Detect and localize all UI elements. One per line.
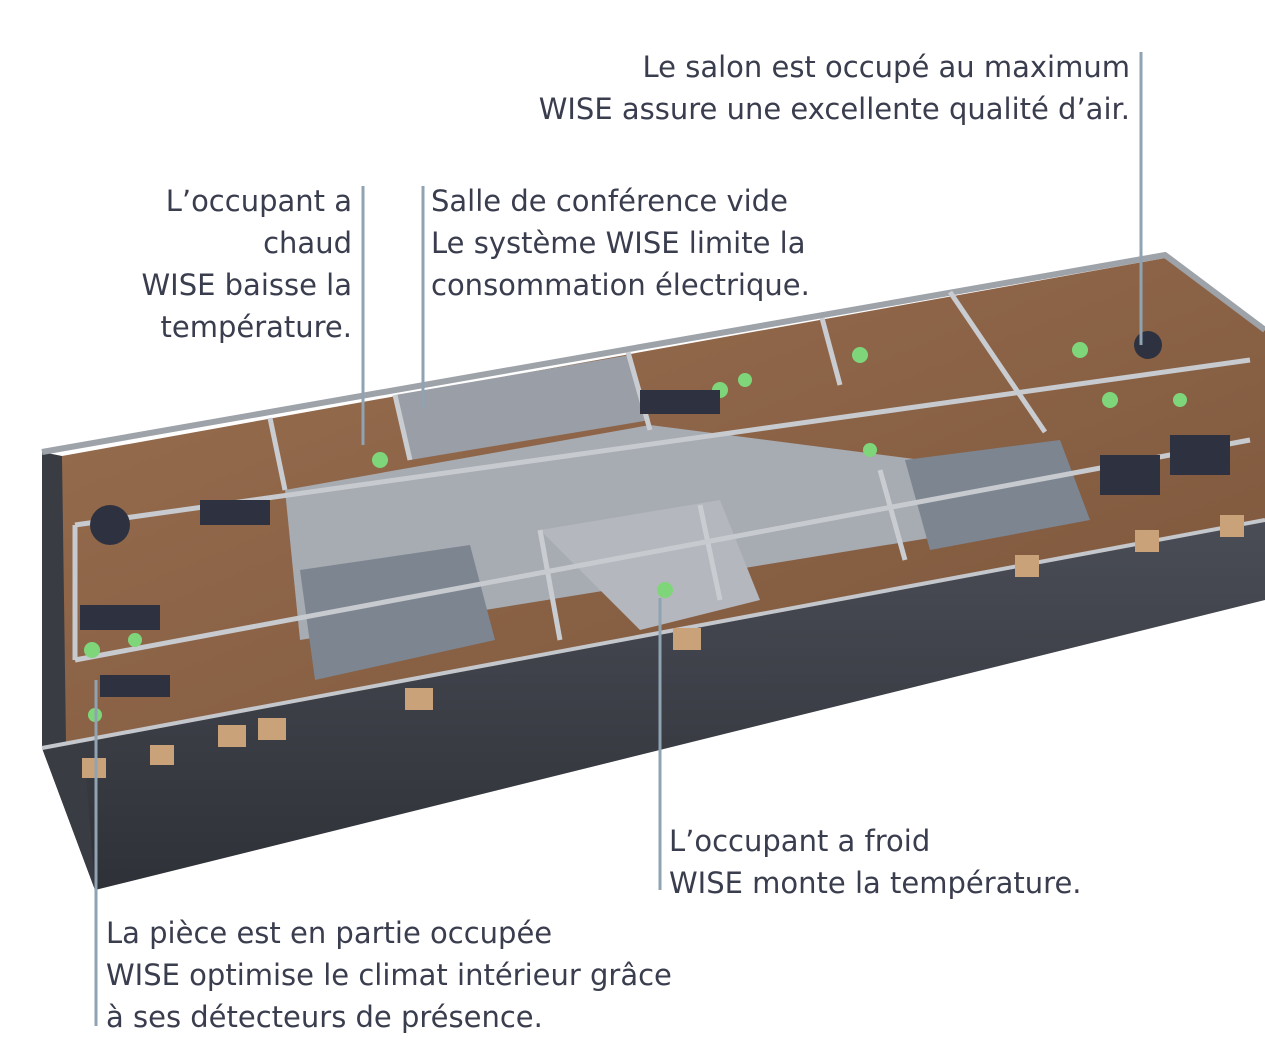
- callout-occupant-froid: L’occupant a froid WISE monte la tempéra…: [669, 820, 1082, 904]
- glass-room-right: [905, 440, 1090, 550]
- building-facade: [42, 520, 1265, 890]
- callout-partie-line-1: La pièce est en partie occupée: [106, 916, 553, 950]
- callout-partie-line-2: WISE optimise le climat intérieur grâce: [106, 958, 672, 992]
- furniture: [80, 331, 1230, 697]
- interior-walls: [267, 290, 1048, 641]
- callout-salon-line-2: WISE assure une excellente qualité d’air…: [538, 92, 1130, 126]
- conference-room-zone: [395, 355, 650, 460]
- callout-chaud-line-4: température.: [160, 310, 352, 344]
- callout-chaud-line-3: WISE baisse la: [141, 268, 352, 302]
- air-ducts: [72, 357, 1251, 663]
- callout-partie-occupee: La pièce est en partie occupée WISE opti…: [106, 912, 672, 1038]
- callout-froid-line-1: L’occupant a froid: [669, 824, 931, 858]
- building-outer-wall: [41, 251, 1265, 455]
- callout-conference-line-3: consommation électrique.: [431, 268, 810, 302]
- facade-windows: [82, 515, 1244, 778]
- building-front-edge: [41, 518, 1265, 750]
- callout-conference-line-2: Le système WISE limite la: [431, 226, 806, 260]
- callout-conference-line-1: Salle de conférence vide: [431, 184, 788, 218]
- callout-froid-line-2: WISE monte la température.: [669, 866, 1082, 900]
- callout-chaud-line-1: L’occupant a: [165, 184, 352, 218]
- callout-occupant-chaud: L’occupant a chaud WISE baisse la tempér…: [60, 180, 352, 348]
- callout-chaud-line-2: chaud: [263, 226, 352, 260]
- callout-salon-line-1: Le salon est occupé au maximum: [642, 50, 1131, 84]
- callout-salon: Le salon est occupé au maximum WISE assu…: [480, 46, 1130, 130]
- leader-lines: [94, 52, 1143, 1026]
- callout-conference: Salle de conférence vide Le système WISE…: [431, 180, 810, 306]
- glass-room-left: [300, 545, 495, 680]
- callout-partie-line-3: à ses détecteurs de présence.: [106, 1000, 543, 1034]
